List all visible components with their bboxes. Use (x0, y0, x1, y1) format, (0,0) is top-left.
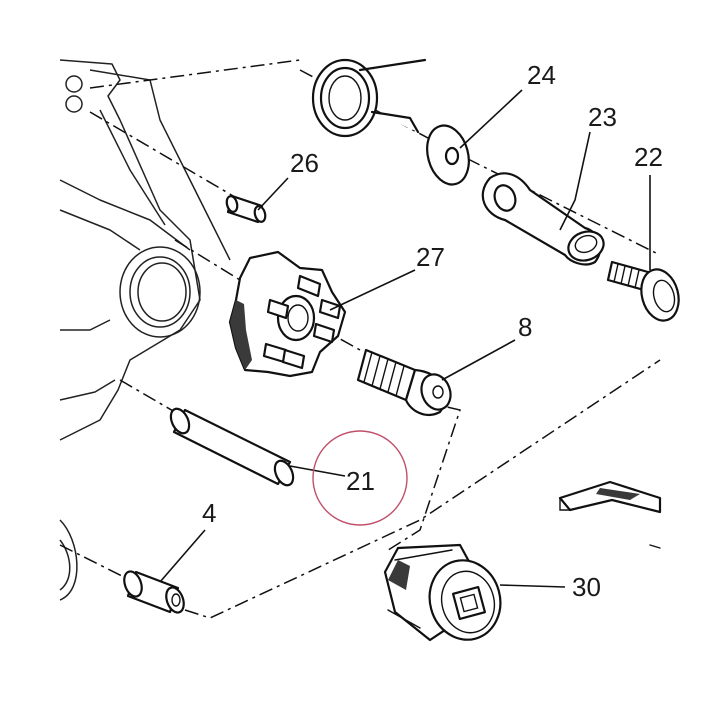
leader-lines (159, 89, 651, 588)
housing-frame (59, 59, 231, 601)
part-24-washer (426, 124, 470, 186)
assembly-axis-lines (59, 59, 661, 619)
callout-4: 4 (202, 498, 216, 528)
part-27-star-plate (228, 250, 347, 378)
callout-23: 23 (588, 102, 617, 132)
callout-24: 24 (527, 60, 556, 90)
callout-8: 8 (518, 312, 532, 342)
part-30-sensor (383, 543, 502, 642)
part-21-long-pin (169, 407, 295, 487)
part-26-dowel-pin (225, 194, 267, 224)
part-23-lever (481, 172, 605, 266)
part-8-cap-screw (356, 348, 452, 417)
highlight-circle (312, 430, 408, 526)
callout-27: 27 (416, 242, 445, 272)
part-22-bolt (606, 260, 680, 322)
part-4-bushing (123, 570, 185, 614)
callout-26: 26 (290, 148, 319, 178)
callout-labels: 24 23 22 26 27 8 21 4 30 (202, 60, 663, 602)
callout-30: 30 (572, 572, 601, 602)
cable-bracket (558, 480, 662, 549)
callout-21: 21 (346, 466, 375, 496)
callout-22: 22 (634, 142, 663, 172)
spring-part (311, 58, 427, 138)
